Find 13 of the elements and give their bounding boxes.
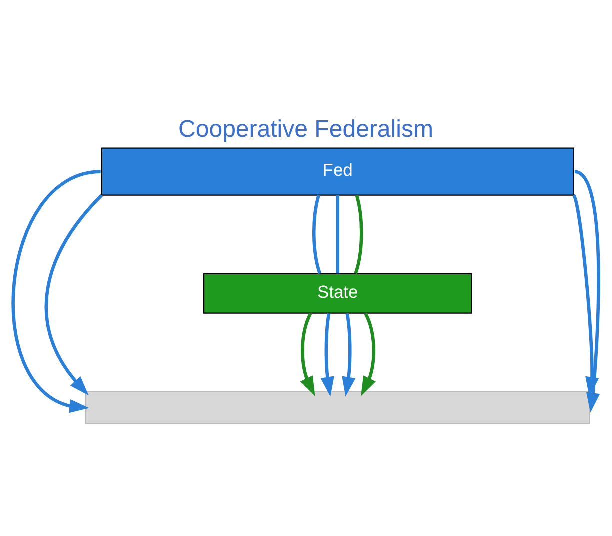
arrow xyxy=(342,312,356,396)
arrow xyxy=(361,312,376,396)
arrow xyxy=(320,312,334,396)
connector xyxy=(336,194,340,274)
node-box xyxy=(86,390,590,424)
node-box: State xyxy=(204,272,472,314)
node-box: Fed xyxy=(101,147,574,196)
arrow xyxy=(44,194,104,396)
connector xyxy=(354,194,364,274)
connector xyxy=(312,194,322,274)
diagram-title: Cooperative Federalism xyxy=(178,115,434,142)
arrow xyxy=(12,170,102,413)
arrow xyxy=(300,312,316,396)
